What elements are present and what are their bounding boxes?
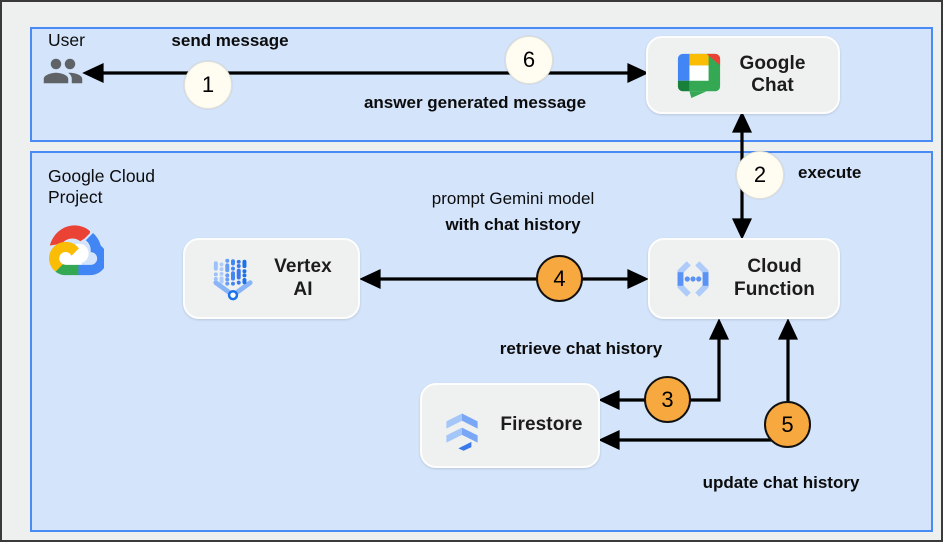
google-cloud-logo [40, 222, 107, 282]
vertex-ai-label: Vertex AI [274, 256, 332, 300]
node-google-chat: Google Chat [646, 36, 840, 114]
firestore-label: Firestore [500, 414, 583, 436]
step-badge-5: 5 [764, 401, 811, 448]
google-chat-label: Google Chat [739, 52, 806, 96]
answer-generated-message-label: answer generated message [363, 93, 587, 112]
firestore-icon [437, 401, 487, 451]
cloud-function-icon [669, 255, 717, 303]
google-chat-icon [676, 52, 722, 98]
step-badge-3: 3 [644, 376, 691, 423]
retrieve-chat-history-label: retrieve chat history [499, 339, 663, 358]
node-vertex-ai: Vertex AI [183, 238, 360, 319]
update-chat-history-label: update chat history [702, 473, 860, 492]
execute-label: execute [798, 163, 862, 182]
user-zone-label: User [48, 30, 85, 50]
prompt-gemini-label: prompt Gemini model with chat history [432, 186, 595, 238]
send-message-label: send message [171, 31, 289, 50]
node-firestore: Firestore [420, 383, 600, 468]
step-badge-4: 4 [536, 255, 583, 302]
node-cloud-function: Cloud Function [648, 238, 840, 319]
step-badge-1: 1 [184, 61, 232, 109]
vertex-ai-icon [208, 254, 258, 304]
step-badge-2: 2 [736, 151, 784, 199]
user-icon [38, 50, 88, 97]
step-badge-6: 6 [505, 36, 553, 84]
gcp-zone-label: Google Cloud Project [48, 166, 156, 208]
prompt-gemini-label-line2: with chat history [445, 215, 581, 234]
cloud-function-label: Cloud Function [733, 256, 815, 300]
prompt-gemini-label-line1: prompt Gemini model [431, 189, 595, 208]
